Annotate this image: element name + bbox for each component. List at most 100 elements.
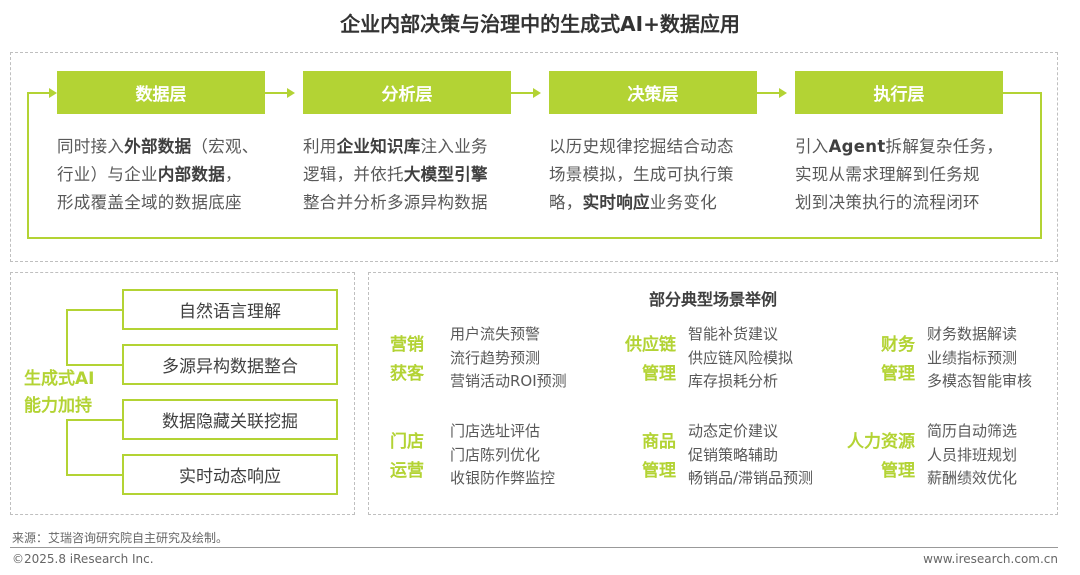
footer-divider [10, 547, 1058, 548]
scenario-category: 商品管理 [595, 428, 676, 486]
capability-item: 多源异构数据整合 [122, 344, 338, 385]
capability-panel [10, 272, 355, 515]
scenario-item: 财务数据解读 [927, 325, 1018, 343]
text: 场景模拟，生成可执行策 [549, 165, 734, 184]
category-line: 人力资源 [847, 432, 915, 452]
scenario-item: 营销活动ROI预测 [450, 372, 567, 390]
capability-label-line: 生成式AI [24, 369, 95, 389]
scenario-category: 供应链管理 [595, 331, 676, 389]
scenario-item: 门店陈列优化 [450, 445, 541, 464]
category-line: 管理 [881, 461, 915, 481]
page-title: 企业内部决策与治理中的生成式AI+数据应用 [340, 12, 740, 36]
scenario-category: 门店运营 [390, 428, 470, 486]
text: 利用 [303, 137, 337, 156]
connector-line [511, 92, 535, 94]
description-line: 形成覆盖全域的数据底座 [57, 189, 282, 217]
category-line: 营销 [390, 335, 424, 355]
scenario-items: 智能补货建议供应链风险模拟库存损耗分析 [688, 323, 793, 394]
layer-box-1: 分析层 [303, 71, 511, 114]
description-line: 场景模拟，生成可执行策 [549, 161, 774, 189]
text: 以历史规律挖掘结合动态 [549, 137, 734, 156]
scenario-item: 业绩指标预测 [927, 348, 1018, 367]
scenario-category: 财务管理 [830, 331, 915, 389]
source-note: 来源：艾瑞咨询研究院自主研究及绘制。 [12, 531, 229, 545]
scenario-category: 营销获客 [390, 331, 470, 389]
category-line: 供应链 [625, 335, 676, 355]
bracket-tick [66, 474, 122, 476]
scenario-item: 动态定价建议 [688, 422, 779, 440]
bracket-tick [66, 364, 122, 366]
text: 引入 [795, 137, 829, 156]
scenario-items: 财务数据解读业绩指标预测多模态智能审核 [927, 323, 1032, 394]
text: 业务变化 [649, 193, 718, 212]
category-line: 管理 [642, 364, 676, 384]
bracket-vertical [66, 421, 68, 475]
capability-item: 数据隐藏关联挖掘 [122, 399, 338, 440]
loop-line-left [27, 92, 29, 239]
description-line: 整合并分析多源异构数据 [303, 189, 528, 217]
arrow-icon [287, 88, 295, 98]
capability-item: 自然语言理解 [122, 289, 338, 330]
text: （宏观、 [191, 137, 259, 156]
capability-label-line: 能力加持 [24, 396, 92, 416]
loop-line-bottom [27, 237, 1042, 239]
scenario-items: 动态定价建议促销策略辅助畅销品/滞销品预测 [688, 420, 813, 491]
loop-line-right [1040, 92, 1042, 239]
capability-label: 生成式AI 能力加持 [24, 366, 114, 420]
highlight-text: 实时响应 [582, 193, 650, 212]
layer-label: 决策层 [627, 85, 679, 105]
description-line: 实现从需求理解到任务规 [795, 161, 1020, 189]
scenario-item: 收银防作弊监控 [450, 469, 556, 487]
scenario-item: 人员排班规划 [927, 445, 1018, 464]
text: 实现从需求理解到任务规 [795, 165, 980, 184]
layers-panel [10, 52, 1058, 262]
bracket-vertical [66, 309, 68, 366]
text: 同时接入 [57, 137, 125, 156]
highlight-text: 企业知识库 [336, 137, 421, 156]
scenario-item: 供应链风险模拟 [688, 348, 794, 367]
scenario-items: 门店选址评估门店陈列优化收银防作弊监控 [450, 420, 555, 491]
arrow-icon [533, 88, 541, 98]
highlight-text: 大模型引擎 [403, 165, 488, 184]
scenario-category: 人力资源管理 [830, 428, 915, 486]
capability-item: 实时动态响应 [122, 454, 338, 495]
scenario-item: 促销策略辅助 [688, 445, 779, 464]
scenario-item: 畅销品/滞销品预测 [688, 469, 814, 487]
website-link[interactable]: www.iresearch.com.cn [923, 552, 1058, 566]
scenario-item: 简历自动筛选 [927, 422, 1018, 440]
category-line: 商品 [642, 432, 676, 452]
category-line: 管理 [881, 364, 915, 384]
description-line: 以历史规律挖掘结合动态 [549, 133, 774, 161]
category-line: 门店 [390, 432, 424, 452]
arrow-icon [779, 88, 787, 98]
layer-box-3: 执行层 [795, 71, 1003, 114]
scenarios-title: 部分典型场景举例 [648, 290, 777, 309]
category-line: 获客 [390, 364, 424, 384]
scenario-item: 流行趋势预测 [450, 348, 541, 367]
layer-label: 数据层 [135, 85, 187, 105]
layer-box-2: 决策层 [549, 71, 757, 114]
scenario-item: 智能补货建议 [688, 325, 779, 343]
text: ， [225, 165, 242, 184]
loop-line-top-left [27, 92, 51, 94]
scenario-item: 库存损耗分析 [688, 372, 779, 390]
description-line: 同时接入外部数据（宏观、 [57, 133, 282, 161]
scenario-item: 门店选址评估 [450, 422, 541, 440]
description-line: 略，实时响应业务变化 [549, 189, 774, 217]
highlight-text: Agent [828, 137, 886, 156]
layer-box-0: 数据层 [57, 71, 265, 114]
layer-description: 引入Agent拆解复杂任务， 实现从需求理解到任务规划到决策执行的流程闭环 [795, 133, 1020, 217]
scenario-item: 薪酬绩效优化 [927, 469, 1018, 487]
text: 拆解复杂任务， [885, 137, 1004, 156]
text: 注入业务 [420, 137, 488, 156]
text: 划到决策执行的流程闭环 [795, 193, 980, 212]
scenario-items: 简历自动筛选人员排班规划薪酬绩效优化 [927, 420, 1017, 491]
highlight-text: 内部数据 [157, 165, 226, 184]
copyright: ©2025.8 iResearch Inc. [12, 552, 154, 566]
layer-description: 以历史规律挖掘结合动态场景模拟，生成可执行策略，实时响应业务变化 [549, 133, 774, 217]
layer-description: 利用企业知识库注入业务逻辑，并依托大模型引擎整合并分析多源异构数据 [303, 133, 528, 217]
scenarios-panel [368, 272, 1058, 515]
category-line: 运营 [390, 461, 424, 481]
scenario-item: 用户流失预警 [450, 325, 541, 343]
description-line: 引入Agent拆解复杂任务， [795, 133, 1020, 161]
